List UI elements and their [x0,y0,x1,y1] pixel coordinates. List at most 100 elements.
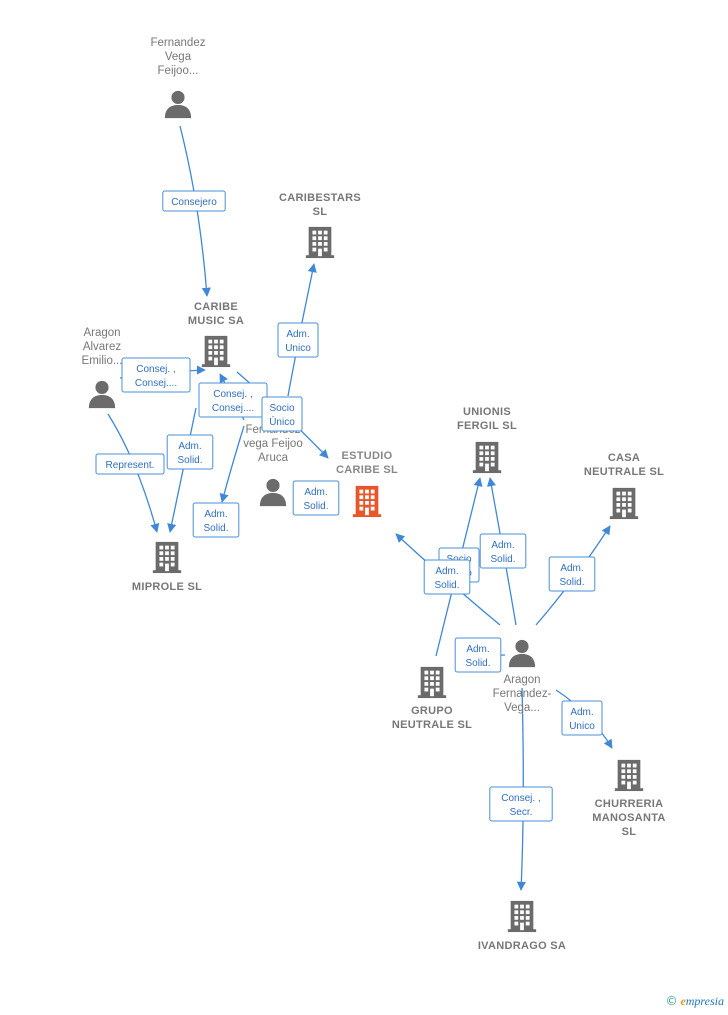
node-label-line: Fernandez- [493,688,552,700]
edge-label-box [423,559,471,595]
copyright-icon: © [665,994,678,1008]
node-label-line: MUSIC SA [188,315,244,327]
node-label-line: CARIBE [194,301,238,313]
edge-label-box [121,357,191,393]
edge-label-12[interactable]: Adm. Solid. [548,556,596,592]
edge-label-text: Secr. [510,807,533,818]
node-caribestars[interactable]: CARIBESTARS SL [279,192,361,259]
node-label-line: Alvarez [83,341,122,353]
node-label-line: Emilio... [82,355,123,367]
node-label-line: NEUTRALE SL [392,719,472,731]
edge-label-text: Solid. [490,554,515,565]
person-icon [164,90,192,119]
node-label-line: CARIBE SL [336,464,398,476]
edge-label-text: Represent. [106,460,155,471]
node-label-line: SL [313,206,328,218]
edge-label-box [292,480,340,516]
edge-label-8[interactable]: Adm. Solid. [292,480,340,516]
edge-label-0[interactable]: Consejero [162,190,226,212]
node-label-line: Feijoo... [158,65,199,77]
node-ivandrago[interactable]: IVANDRAGO SA [478,900,566,952]
edge-label-2[interactable]: Consej. , Consej.... [121,357,191,393]
edge-label-text: Consej. , [501,793,540,804]
edge-label-text: Adm. [491,540,514,551]
building-icon [305,226,335,259]
edge-label-text: Solid. [177,455,202,466]
edge-label-box [261,396,303,432]
node-label-line: MIPROLE SL [132,581,202,593]
edge-label-box [95,453,165,475]
edge-label-15[interactable]: Consej. , Secr. [489,786,553,822]
node-miprole[interactable]: MIPROLE SL [132,541,202,593]
node-label-line: UNIONIS [463,406,511,418]
node-label-line: Fernandez [151,37,206,49]
edge-fernandez_vega_aruca-to-miprole [219,425,245,503]
edge-label-10[interactable]: Adm. Solid. [479,533,527,569]
node-estudio_caribe[interactable]: ESTUDIO CARIBE SL [336,450,398,518]
nodes-layer: FernandezVegaFeijoo...CARIBESTARSSLCARIB… [82,37,666,952]
edge-label-text: Consej.... [135,378,177,389]
node-label-line: Aragon [503,674,540,686]
edge-label-5[interactable]: Represent. [95,453,165,475]
building-icon [201,335,231,368]
building-icon [507,900,537,933]
node-label-line: CARIBESTARS [279,192,361,204]
edge-label-text: Consej.... [212,403,254,414]
building-icon [152,541,182,574]
edge-label-text: Solid. [203,523,228,534]
node-aragon_alvarez[interactable]: AragonAlvarezEmilio... [82,327,123,409]
edge-caribe_music-to-miprole [167,407,197,533]
edge-label-text: Adm. [560,563,583,574]
node-label-line: Vega [165,51,192,63]
edge-label-14[interactable]: Adm.Unico [561,700,603,736]
edge-label-box [277,322,319,358]
node-caribe_music[interactable]: CARIBE MUSIC SA [188,301,244,368]
edge-label-text: Solid. [559,577,584,588]
node-label-line: Aruca [258,452,289,464]
person-icon [259,478,287,507]
node-label-line: Aragon [83,327,120,339]
edge-label-text: Único [269,415,295,428]
edge-label-box [192,502,240,538]
edge-label-text: Adm. [204,509,227,520]
empresia-watermark: ©empresia [665,994,724,1009]
edge-label-11[interactable]: Adm.Solid. [423,559,471,595]
brand-initial: e [680,994,686,1008]
node-label-line: GRUPO [411,705,453,717]
node-grupo_neutrale[interactable]: GRUPO NEUTRALE SL [392,666,472,731]
edge-label-box [454,637,502,673]
edge-label-text: Adm. [466,644,489,655]
edge-label-3[interactable]: Consej. , Consej.... [198,382,268,418]
node-label-line: CHURRERIA [595,798,664,810]
edge-label-box [479,533,527,569]
building-icon [472,441,502,474]
edge-label-text: Socio [269,403,294,414]
node-label-line: Vega... [504,702,540,714]
node-label-line: IVANDRAGO SA [478,940,566,952]
edge-label-text: Unico [285,343,311,354]
edge-label-text: Adm. [304,487,327,498]
node-fernandez_vega[interactable]: FernandezVegaFeijoo... [151,37,206,119]
node-label-line: ESTUDIO [342,450,393,462]
node-label-line: NEUTRALE SL [584,466,664,478]
edge-label-text: Solid. [303,501,328,512]
edge-label-box [166,434,214,470]
edge-label-7[interactable]: Adm. Solid. [192,502,240,538]
edge-label-1[interactable]: Adm. Unico [277,322,319,358]
edge-label-6[interactable]: Adm.Solid. [166,434,214,470]
edge-label-13[interactable]: Adm.Solid. [454,637,502,673]
person-icon [88,380,116,409]
edge-label-box [162,190,226,212]
edge-label-box [548,556,596,592]
edge-label-text: Consej. , [136,364,175,375]
edge-label-text: Adm. [286,329,309,340]
edge-label-box [561,700,603,736]
edge-label-text: Consej. , [213,389,252,400]
